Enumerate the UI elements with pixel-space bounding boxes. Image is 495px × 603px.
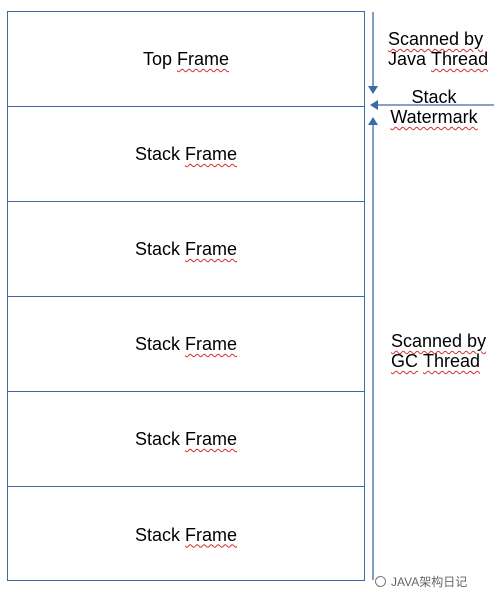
scanned-gc-line1: Scanned by <box>391 331 487 351</box>
frame-label-word1: Stack <box>134 334 180 354</box>
frame-label-word2: Frame <box>177 49 230 69</box>
scanned-gc-word-thread: Thread <box>423 351 481 371</box>
scanned-by-gc-thread-label: Scanned by GC Thread <box>391 331 486 371</box>
stack-frame: Stack Frame <box>8 202 364 297</box>
frame-label-word1: Stack <box>134 144 180 164</box>
watermark-line1: Stack <box>411 87 457 107</box>
top-frame: Top Frame <box>8 12 364 107</box>
scanned-by-java-thread-label: Scanned by Java Thread <box>388 29 488 69</box>
frame-label-word1: Stack <box>134 524 180 545</box>
source-watermark-text: JAVA架构日记 <box>391 575 468 589</box>
frame-label-word2: Frame <box>185 144 238 164</box>
frame-label-word1: Top <box>142 49 172 69</box>
frame-label-word2: Frame <box>185 429 238 449</box>
frame-label-word2: Frame <box>185 334 238 354</box>
wechat-icon <box>375 576 386 587</box>
scanned-java-word-thread: Thread <box>431 49 489 69</box>
scanned-java-line1: Scanned by <box>388 29 484 49</box>
frame-label-word2: Frame <box>185 239 238 259</box>
frame-label-word2: Frame <box>185 524 238 545</box>
stack-frame: Stack Frame <box>8 392 364 487</box>
scanned-java-word-java: Java <box>388 49 427 69</box>
stack-frame: Stack Frame <box>8 487 364 582</box>
source-watermark: JAVA架构日记 <box>375 573 467 590</box>
stack-frame: Stack Frame <box>8 297 364 392</box>
watermark-line2: Watermark <box>390 107 478 127</box>
scanned-gc-word-gc: GC <box>391 351 418 371</box>
frame-label-word1: Stack <box>134 239 180 259</box>
stack-watermark-label: Stack Watermark <box>390 87 478 127</box>
stack-frame: Stack Frame <box>8 107 364 202</box>
frame-label-word1: Stack <box>134 429 180 449</box>
thread-stack: Top Frame Stack Frame Stack Frame Stack … <box>7 11 365 581</box>
